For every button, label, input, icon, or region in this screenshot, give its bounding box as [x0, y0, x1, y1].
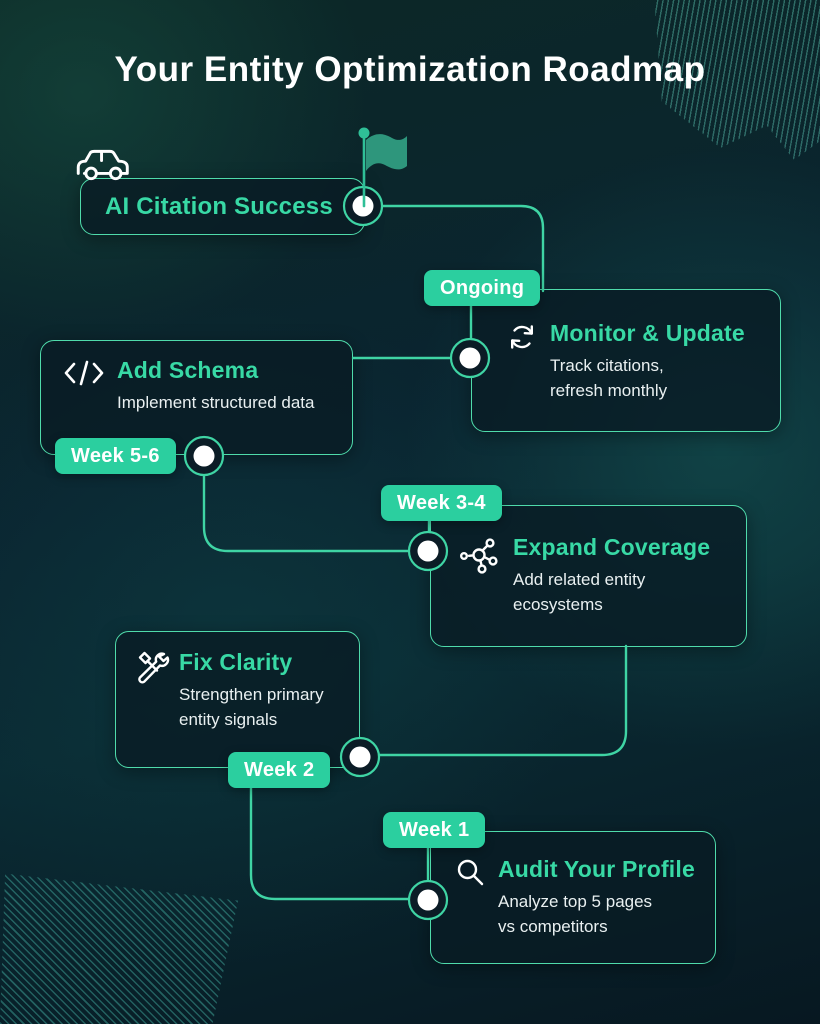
clarity-card-title: Fix Clarity — [179, 649, 293, 675]
monitor-card-title: Monitor & Update — [550, 320, 745, 346]
card-expand-coverage: Expand Coverage Add related entity ecosy… — [430, 505, 747, 647]
card-add-schema: Add Schema Implement structured data — [40, 340, 353, 455]
page-title: Your Entity Optimization Roadmap — [114, 50, 706, 89]
car-icon — [76, 149, 129, 181]
success-card-title: AI Citation Success — [105, 192, 333, 220]
monitor-card-desc: Track citations, refresh monthly — [550, 356, 668, 401]
tools-icon — [138, 651, 170, 684]
badge-week-2: Week 2 — [228, 752, 331, 788]
hatch-pattern-bottom-left — [0, 873, 239, 1024]
schema-card-title: Add Schema — [117, 357, 259, 383]
refresh-icon — [511, 325, 533, 349]
code-icon — [64, 360, 104, 386]
card-audit-profile: Audit Your Profile Analyze top 5 pages v… — [430, 831, 716, 964]
clarity-card-desc: Strengthen primary entity signals — [179, 685, 324, 730]
flag-icon — [358, 127, 407, 208]
audit-card-title: Audit Your Profile — [498, 856, 695, 882]
card-fix-clarity: Fix Clarity Strengthen primary entity si… — [115, 631, 360, 768]
card-ai-citation-success: AI Citation Success — [80, 178, 365, 235]
path-segment-expand-to-clarity — [358, 644, 628, 757]
badge-ongoing: Ongoing — [424, 270, 541, 306]
badge-week-5-6: Week 5-6 — [55, 438, 176, 474]
expand-card-title: Expand Coverage — [513, 534, 711, 560]
audit-card-desc: Analyze top 5 pages vs competitors — [498, 892, 653, 937]
expand-card-desc: Add related entity ecosystems — [513, 570, 646, 615]
badge-week-1: Week 1 — [383, 812, 486, 848]
badge-week-3-4: Week 3-4 — [381, 485, 502, 521]
magnifier-icon — [457, 859, 484, 886]
card-monitor-update: Monitor & Update Track citations, refres… — [471, 289, 781, 432]
schema-card-desc: Implement structured data — [117, 393, 315, 413]
network-icon — [459, 538, 498, 574]
